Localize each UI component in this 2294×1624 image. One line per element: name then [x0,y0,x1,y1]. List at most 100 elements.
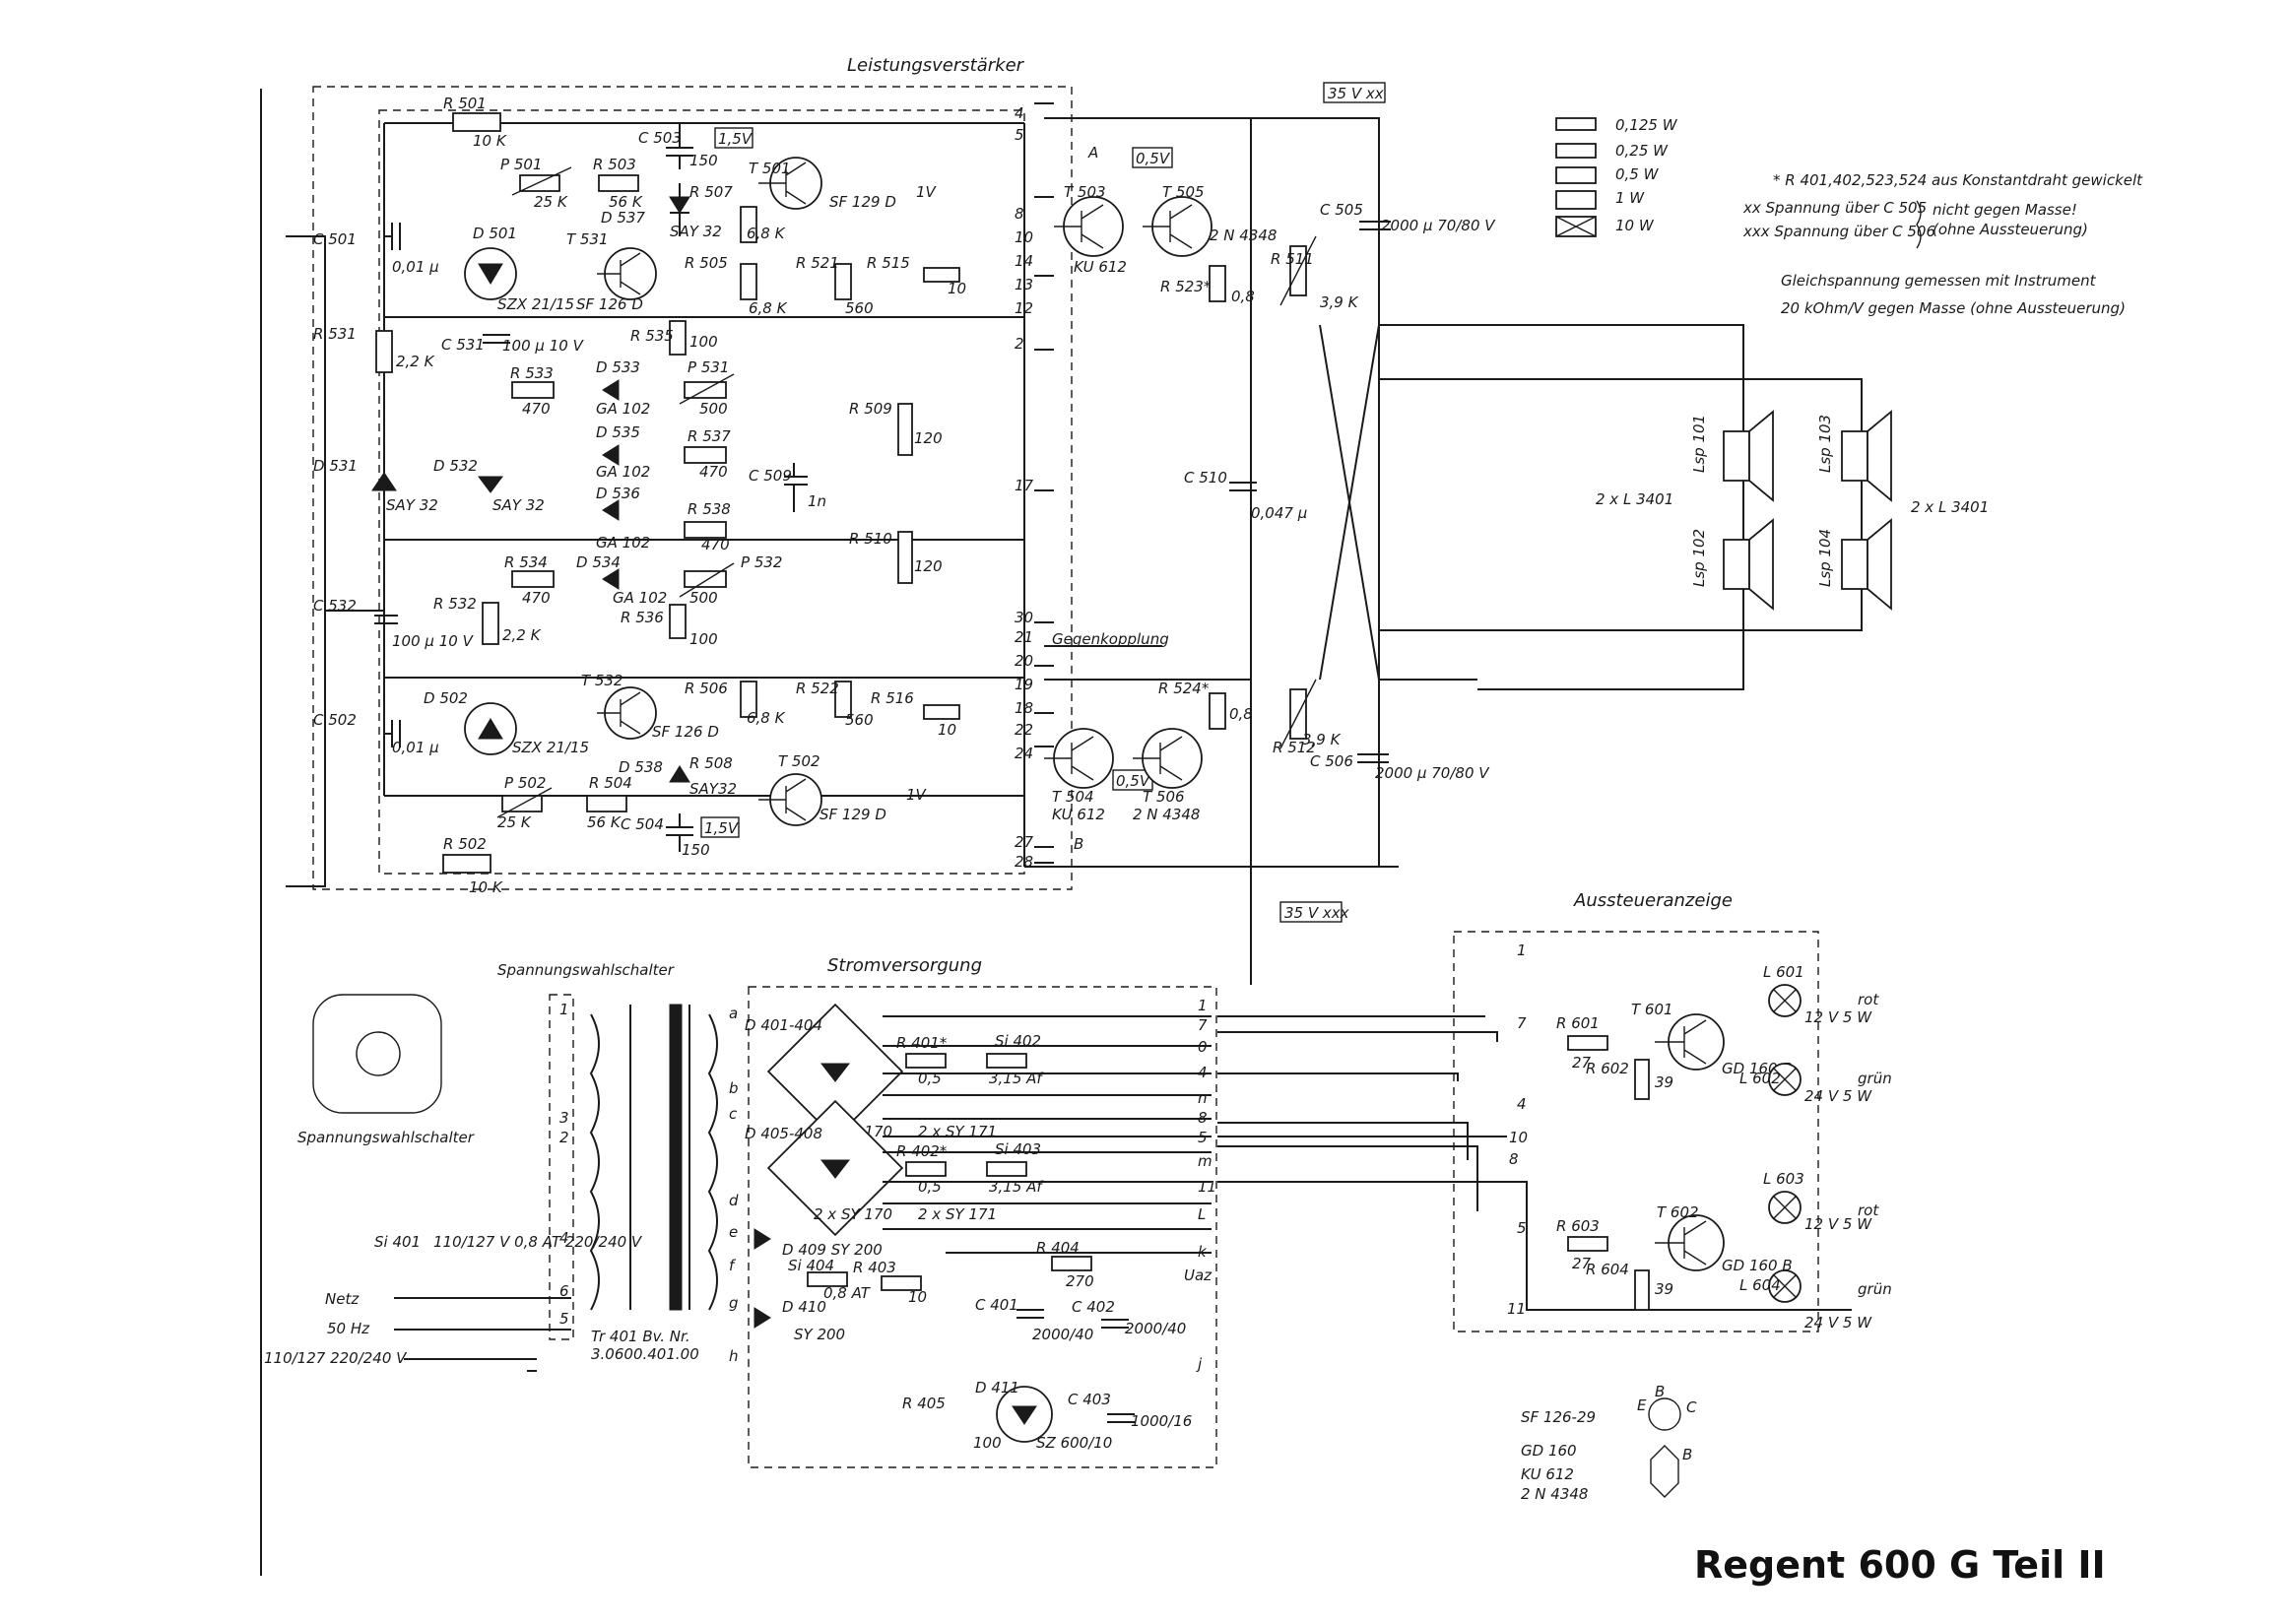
cross-wires [1319,324,1380,681]
d535-label: D 535 [596,423,640,441]
sz600-label: SZ 600/10 [1036,1434,1112,1452]
d536-label: D 536 [596,485,640,502]
term-21: 21 [1015,628,1033,646]
c503-label: C 503 [638,129,682,147]
psu-c: c [729,1105,738,1123]
c503-value: 150 [689,152,718,169]
resistor-r522 [834,681,852,718]
sf129a-label: SF 129 D [829,193,896,211]
resistor-r509 [897,403,913,456]
resistor-r604 [1634,1269,1650,1311]
r532-value: 2,2 K [502,626,542,644]
tr401-number: 3.0600.401.00 [591,1345,699,1363]
psu-h: h [729,1347,739,1365]
c509-value: 1n [808,492,826,510]
hz-label: 50 Hz [327,1320,370,1337]
d531-label: D 531 [313,457,358,475]
sy171b-label: 2 x SY 171 [918,1205,997,1223]
si402-value: 3,15 Af [989,1070,1044,1087]
say32a-label: SAY 32 [670,223,722,240]
r405-label: R 405 [902,1395,946,1412]
speakers: Lsp 101 Lsp 102 2 x L 3401 Lsp 103 Lsp 1… [1379,324,1989,690]
pinout-sf126: SF 126-29 [1521,1408,1596,1426]
to3-outline [1650,1445,1679,1498]
point-a-label: A [1087,144,1098,162]
terminal-leads [1034,102,1054,864]
v05a-box [1132,147,1173,168]
r510-label: R 510 [849,530,892,548]
pinout-gd160: GD 160 [1521,1442,1577,1460]
r506-label: R 506 [685,680,728,697]
selector-caption: Spannungswahlschalter [297,1129,475,1146]
fuse-si402 [986,1053,1027,1069]
amp-supply-rails [1023,117,1380,867]
term-17: 17 [1015,477,1034,494]
v35a-label: 35 V xx [1328,85,1384,102]
r401-label: R 401* [896,1034,948,1052]
ga102b-label: GA 102 [596,463,650,481]
resistor-r537 [684,446,727,464]
r401-value: 0,5 [918,1070,942,1087]
v15a-box [714,127,754,149]
selector-body [312,994,442,1114]
psu-a: a [729,1005,738,1022]
r403-value: 10 [908,1288,927,1306]
resistor-r516 [923,704,960,720]
amp-input-wire [286,235,384,887]
r534-label: R 534 [504,553,548,571]
resistor-r403 [881,1275,922,1291]
meter-feed-2 [1217,1122,1852,1311]
c531-label: C 531 [441,336,485,354]
resistor-r535 [669,320,687,356]
meter-feed-1 [1217,1015,1507,1137]
r404-label: R 404 [1036,1239,1080,1257]
p532-arrow [679,562,735,598]
wattage-legend: 0,125 W 0,25 W 0,5 W 1 W 10 W [1555,116,1678,237]
r505-value: 6,8 K [749,299,788,317]
c505-label: C 505 [1320,201,1363,219]
voltage-selector-drawing: Spannungswahlschalter [297,994,475,1146]
speaker-lsp104 [1841,539,1868,590]
level-indicator-boundary [1453,931,1819,1332]
meter-11: 11 [1507,1300,1526,1318]
l3401b-label: 2 x L 3401 [1911,498,1989,516]
selector-boundary [549,994,574,1340]
psu-r-m: m [1198,1152,1213,1170]
psu-r-L: L [1198,1205,1206,1223]
resistor-r602 [1634,1059,1650,1100]
v35b-label: 35 V xxx [1284,904,1349,922]
r510-value: 120 [914,557,943,575]
term-14: 14 [1015,252,1033,270]
l604-label: L 604 [1739,1276,1781,1294]
resistor-r501 [452,112,501,132]
meter-7: 7 [1517,1014,1527,1032]
c504-label: C 504 [621,815,664,833]
r504-value: 56 K [587,813,622,831]
si401-label: Si 401 [374,1233,421,1251]
grun2-label: grün [1858,1280,1892,1298]
speaker-lsp102 [1723,539,1750,590]
capacitor-c509 [784,463,808,512]
psu-f: f [729,1257,737,1274]
ga102c-label: GA 102 [596,534,650,552]
meter-4: 4 [1517,1095,1527,1113]
ku612a-label: KU 612 [1074,258,1127,276]
resistor-r532 [482,602,499,645]
resistor-r515 [923,267,960,283]
c502-value: 0,01 µ [392,739,439,756]
c403-label: C 403 [1068,1391,1111,1408]
resistor-r510 [897,531,913,584]
p532-value: 500 [689,589,718,607]
r502-label: R 502 [443,835,487,853]
speaker-lsp103 [1841,430,1868,482]
r511-value: 3,9 K [1320,293,1359,311]
psu-r-n: n [1198,1089,1208,1107]
note-4: nicht gegen Masse! [1933,201,2077,219]
capacitor-c505 [1359,221,1391,230]
mains-wires [394,1297,571,1372]
psu-r-8: 8 [1198,1109,1208,1127]
r533-value: 470 [522,400,551,418]
r531-label: R 531 [313,325,357,343]
legend-10w: 10 W [1615,217,1655,234]
